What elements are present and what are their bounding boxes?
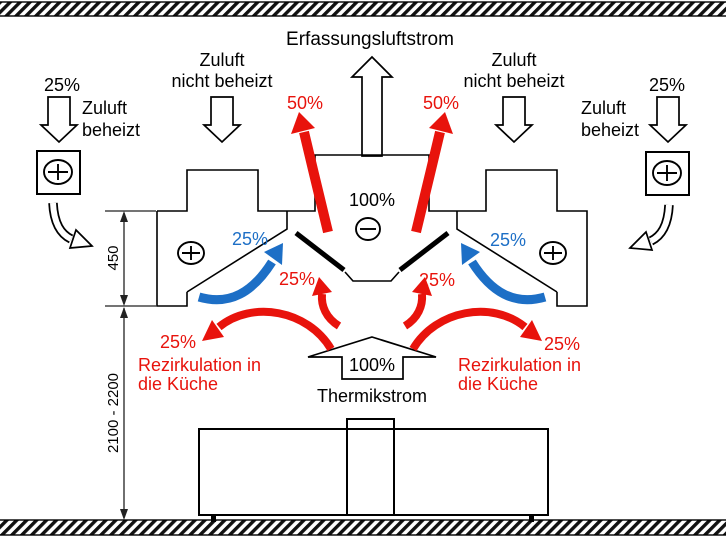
supply-heated-left-line2: beheizt — [82, 120, 140, 140]
induction-arrow-right — [461, 243, 547, 305]
recirc-right-line1: Rezirkulation in — [458, 355, 581, 375]
kitchen-appliance — [198, 418, 549, 522]
dim-arrow-up — [120, 211, 128, 222]
thermik-label: Thermikstrom — [317, 386, 427, 406]
capture-pct-label: 100% — [349, 190, 395, 210]
recirculation-arc-left — [202, 307, 335, 352]
capture-airflow-label: Erfassungsluftstrom — [286, 29, 454, 50]
induction-pct-left: 25% — [232, 229, 268, 249]
duct-arrow-head — [68, 228, 94, 249]
ceiling-hatch — [0, 1, 726, 17]
circled-plus-icon — [652, 160, 682, 186]
slot-pct-right: 25% — [419, 270, 455, 290]
exhaust-arrow-left — [291, 112, 333, 234]
duct-arrow-head — [628, 230, 654, 251]
thermik-arrow — [307, 336, 437, 380]
circled-plus-icon — [539, 241, 567, 265]
capture-airflow-arrow — [349, 55, 395, 157]
dim-450-label: 450 — [105, 245, 122, 270]
damper-blade-left — [294, 231, 346, 272]
circled-plus-icon — [177, 241, 205, 265]
appliance-foot-left — [211, 515, 216, 522]
supply-heated-pct-right: 25% — [649, 75, 685, 95]
supply-unheated-arrow-right — [493, 96, 535, 144]
recirc-left-line2: die Küche — [138, 374, 218, 394]
dim-2100-label: 2100 - 2200 — [105, 373, 122, 453]
supply-unheated-left-line2: nicht beheizt — [171, 71, 272, 91]
supply-heated-pct-left: 25% — [44, 75, 80, 95]
slot-arrow-left — [312, 277, 342, 330]
damper-blade-right — [398, 231, 450, 272]
induction-arrow-left — [197, 243, 283, 305]
dim-arrow-up — [120, 307, 128, 318]
recirculation-arc-right — [409, 307, 542, 352]
dimension-install-height: 2100 - 2200 — [105, 307, 128, 520]
exhaust-pct-right: 50% — [423, 93, 459, 113]
dim-arrow-down — [120, 509, 128, 520]
supply-unheated-right-line1: Zuluft — [491, 50, 536, 70]
recirc-right-line2: die Küche — [458, 374, 538, 394]
circled-plus-icon — [43, 159, 73, 185]
recirc-pct-left: 25% — [160, 332, 196, 352]
thermik-pct-label: 100% — [349, 355, 395, 375]
heater-box-left — [36, 150, 94, 249]
recirc-pct-right: 25% — [544, 334, 580, 354]
supply-unheated-arrow-left — [201, 96, 243, 144]
exhaust-pct-left: 50% — [287, 93, 323, 113]
appliance-foot-right — [529, 515, 534, 522]
appliance-chimney — [346, 418, 395, 516]
dim-arrow-down — [120, 295, 128, 306]
slot-pct-left: 25% — [279, 269, 315, 289]
recirc-left-line1: Rezirkulation in — [138, 355, 261, 375]
supply-heated-left-line1: Zuluft — [82, 98, 127, 118]
heater-box — [36, 150, 81, 195]
supply-unheated-left-line1: Zuluft — [199, 50, 244, 70]
slot-arrow-right — [402, 277, 432, 330]
floor-hatch — [0, 519, 726, 536]
appliance-body — [198, 428, 549, 516]
supply-heated-right-line1: Zuluft — [581, 98, 626, 118]
supply-heated-arrow-right — [647, 96, 689, 144]
induction-pct-right: 25% — [490, 230, 526, 250]
dimension-hood-height: 450 — [105, 210, 156, 307]
exhaust-arrow-right — [411, 112, 453, 234]
heater-box — [645, 151, 690, 196]
supply-heated-right-line2: beheizt — [581, 120, 639, 140]
hood-outline — [156, 154, 588, 307]
supply-unheated-right-line2: nicht beheizt — [463, 71, 564, 91]
supply-heated-arrow-left — [38, 96, 80, 144]
circled-minus-icon — [355, 217, 381, 241]
heater-box-right — [628, 151, 690, 251]
